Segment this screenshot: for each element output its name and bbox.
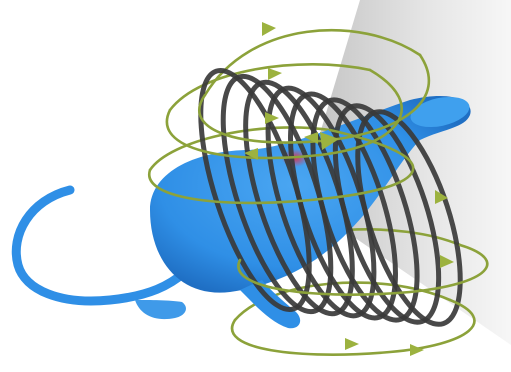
- field-arrow: [345, 338, 359, 350]
- field-arrow: [410, 344, 424, 356]
- field-arrow: [262, 22, 276, 36]
- field-arrow: [268, 68, 282, 80]
- mouse-hind-foot: [135, 300, 186, 319]
